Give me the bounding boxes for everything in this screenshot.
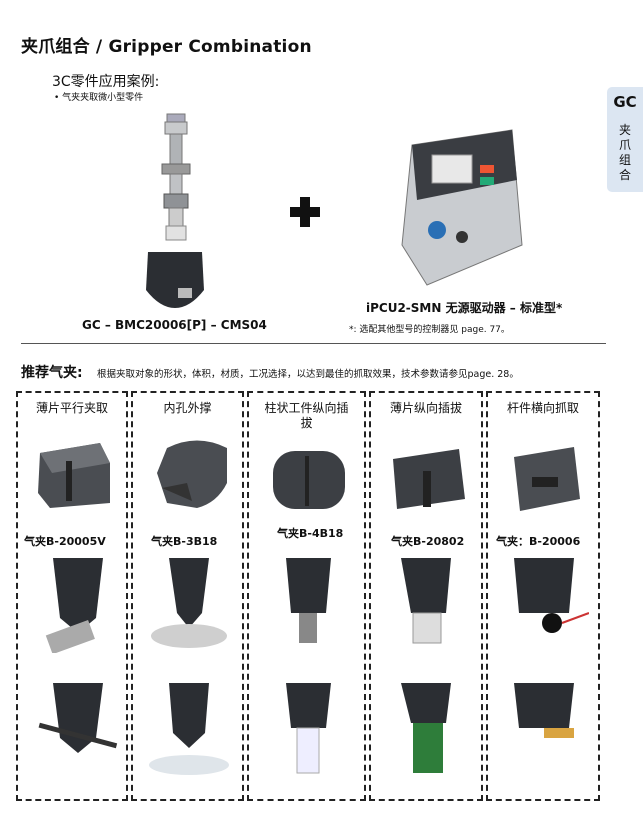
application-photo-1 (504, 558, 589, 653)
gripper-column-1: 薄片平行夹取 气夹B-20005V (16, 391, 128, 801)
driver-note: *: 选配其他型号的控制器见 page. 77。 (349, 325, 510, 335)
model-label: 气夹：B-20006 (496, 535, 581, 548)
application-photo-1 (147, 558, 232, 653)
application-photo-2 (147, 683, 232, 778)
side-tab-label: 夹 爪 组 合 (618, 123, 631, 182)
model-label: 气夹B-20802 (391, 535, 465, 548)
application-photo-2 (504, 683, 589, 778)
gripper-caption: GC – BMC20006[P] – CMS04 (82, 318, 267, 332)
gripper-column-4: 薄片纵向插拔 气夹B-20802 (369, 391, 483, 801)
application-photo-2 (391, 683, 466, 778)
application-photo-1 (271, 558, 346, 653)
gripper-column-2: 内孔外撑 气夹B-3B18 (131, 391, 244, 801)
recommend-title: 推荐气夹: (21, 365, 83, 381)
section-divider (21, 343, 606, 344)
column-label: 薄片平行夹取 (35, 401, 108, 415)
gripper-b20802-image (385, 441, 471, 516)
side-tab[interactable]: GC 夹 爪 组 合 (607, 87, 643, 192)
application-photo-1 (391, 558, 466, 653)
application-photo-2 (271, 683, 346, 778)
model-label: 气夹B-3B18 (151, 535, 218, 548)
column-label: 薄片纵向插拔 (389, 401, 462, 415)
column-label: 柱状工件纵向插拔 (264, 401, 349, 430)
model-label: 气夹B-4B18 (277, 527, 344, 540)
case-bullet: • 气夹夹取微小型零件 (54, 93, 144, 103)
recommend-description: 根据夹取对象的形状，体积，材质，工况选择，以达到最佳的抓取效果，技术参数请参见p… (97, 369, 519, 380)
side-tab-code: GC (613, 93, 637, 111)
gripper-b4b18-image (265, 441, 353, 516)
page-title: 夹爪组合 / Gripper Combination (21, 37, 312, 57)
gripper-assembly-image (140, 112, 210, 312)
column-label: 内孔外撑 (163, 401, 212, 415)
gripper-column-5: 杆件横向抓取 气夹：B-20006 (486, 391, 600, 801)
gripper-column-3: 柱状工件纵向插拔 气夹B-4B18 (247, 391, 366, 801)
gripper-b20006-image (502, 439, 588, 517)
application-photo-1 (38, 558, 118, 653)
case-title: 3C零件应用案例: (52, 74, 160, 90)
application-photo-2 (38, 683, 118, 778)
driver-caption: iPCU2-SMN 无源驱动器 – 标准型* (366, 301, 563, 315)
model-label: 气夹B-20005V (24, 535, 106, 548)
driver-image (392, 125, 532, 290)
gripper-b20005v-image (30, 433, 118, 513)
plus-icon (288, 195, 322, 229)
column-label: 杆件横向抓取 (506, 401, 579, 415)
gripper-b3b18-image (147, 433, 235, 513)
